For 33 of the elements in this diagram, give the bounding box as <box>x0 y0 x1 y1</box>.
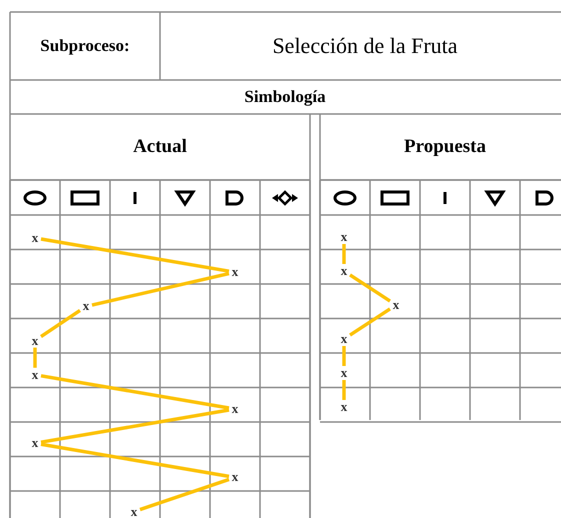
connector-line <box>342 244 346 264</box>
connector-line <box>40 237 230 273</box>
x-mark: x <box>81 300 91 312</box>
x-mark: x <box>339 231 349 243</box>
x-mark: x <box>391 299 401 311</box>
subprocess-title: Selección de la Fruta <box>272 33 458 59</box>
connector-line <box>349 307 391 337</box>
x-mark: x <box>230 403 240 415</box>
column-header: Actual <box>133 136 187 158</box>
x-mark: x <box>30 232 40 244</box>
section-header: Simbología <box>244 87 326 107</box>
x-mark: x <box>339 367 349 379</box>
x-mark: x <box>339 333 349 345</box>
connector-line <box>40 308 81 338</box>
x-mark: x <box>129 506 139 518</box>
connector-line <box>40 408 230 444</box>
connector-line <box>349 273 391 303</box>
connector-line <box>139 478 230 512</box>
connector-line <box>342 380 346 400</box>
x-mark: x <box>30 368 40 381</box>
connector-line <box>40 442 230 478</box>
x-mark: x <box>30 334 40 347</box>
column-header: Propuesta <box>404 136 486 158</box>
x-mark: x <box>339 265 349 277</box>
connector-line <box>342 346 346 366</box>
x-mark: x <box>230 471 240 484</box>
connector-line <box>33 348 37 368</box>
connector-line <box>40 374 230 410</box>
x-mark: x <box>30 437 40 450</box>
x-mark: x <box>339 401 349 413</box>
connector-line <box>92 272 230 307</box>
x-mark: x <box>230 266 240 278</box>
row-label: Subproceso: <box>40 36 130 56</box>
